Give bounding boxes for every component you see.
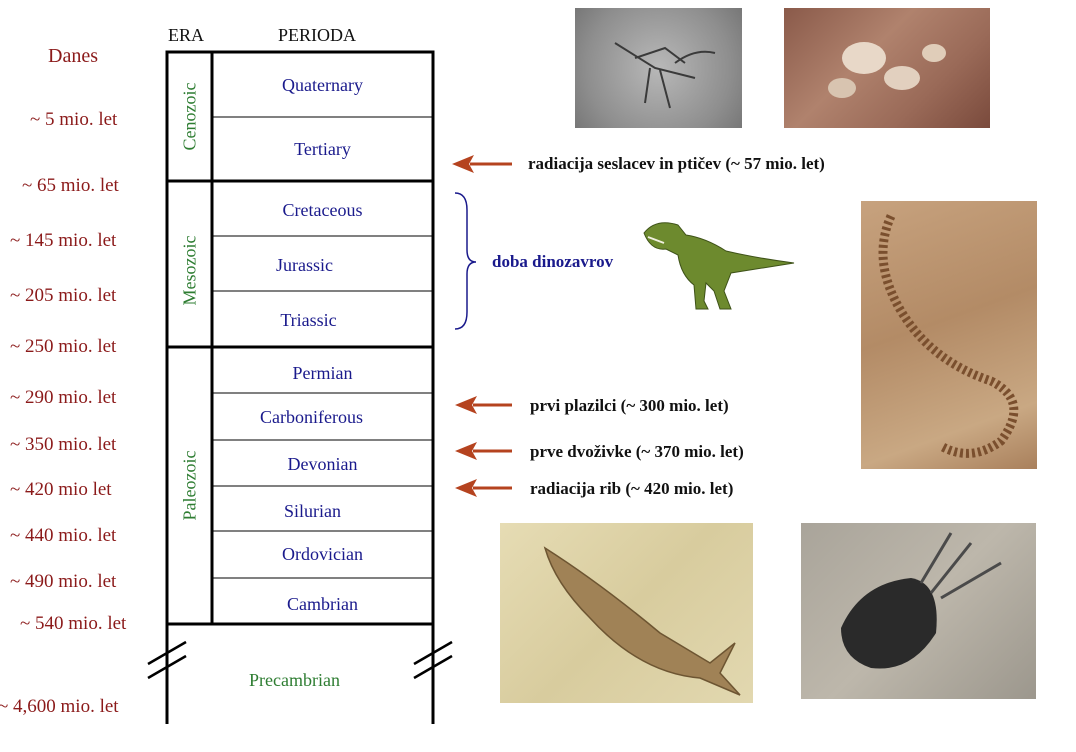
bird-fossil-icon bbox=[614, 42, 716, 109]
fossil-photo-bird bbox=[575, 8, 742, 128]
event-dinosaurs: doba dinozavrov bbox=[492, 252, 614, 271]
time-label-11: ~ 540 mio. let bbox=[20, 613, 127, 634]
era-header: ERA bbox=[168, 25, 204, 45]
fossil-photo-fish-1 bbox=[500, 523, 753, 703]
time-label-6: ~ 290 mio. let bbox=[10, 387, 117, 408]
fish-fossil-icon bbox=[543, 546, 741, 696]
period-quaternary: Quaternary bbox=[282, 75, 363, 95]
dinosaur-icon bbox=[643, 222, 795, 310]
period-jurassic: Jurassic bbox=[276, 255, 333, 275]
period-cambrian: Cambrian bbox=[287, 594, 358, 614]
time-label-4: ~ 205 mio. let bbox=[10, 285, 117, 306]
period-triassic: Triassic bbox=[280, 310, 337, 330]
fossil-photo-fish-2 bbox=[801, 523, 1036, 699]
period-carboniferous: Carboniferous bbox=[260, 407, 363, 427]
time-label-1: ~ 5 mio. let bbox=[30, 109, 118, 130]
fossil-photo-bones bbox=[784, 8, 990, 128]
period-header: PERIODA bbox=[278, 25, 357, 45]
time-label-10: ~ 490 mio. let bbox=[10, 571, 117, 592]
period-cretaceous: Cretaceous bbox=[282, 200, 363, 220]
event-amphibians: prve dvoživke (~ 370 mio. let) bbox=[530, 442, 744, 461]
bones-fossil-icon bbox=[828, 42, 946, 98]
period-precambrian: Precambrian bbox=[249, 670, 340, 690]
time-label-3: ~ 145 mio. let bbox=[10, 230, 117, 251]
period-permian: Permian bbox=[292, 363, 353, 383]
time-label-8: ~ 420 mio let bbox=[10, 479, 112, 500]
time-label-12: ~ 4,600 mio. let bbox=[0, 696, 119, 717]
reptile-fossil-icon bbox=[878, 214, 1019, 458]
period-ordovician: Ordovician bbox=[282, 544, 363, 564]
event-reptiles: prvi plazilci (~ 300 mio. let) bbox=[530, 396, 729, 415]
event-fish: radiacija rib (~ 420 mio. let) bbox=[530, 479, 734, 498]
period-devonian: Devonian bbox=[287, 454, 358, 474]
fossil-photo-reptile bbox=[861, 201, 1037, 469]
time-label-5: ~ 250 mio. let bbox=[10, 336, 117, 357]
time-label-2: ~ 65 mio. let bbox=[22, 175, 119, 196]
armored-fish-fossil-icon bbox=[841, 532, 1002, 669]
time-label-7: ~ 350 mio. let bbox=[10, 434, 117, 455]
time-label-0: Danes bbox=[48, 45, 98, 67]
time-label-9: ~ 440 mio. let bbox=[10, 525, 117, 546]
period-silurian: Silurian bbox=[284, 501, 341, 521]
dinosaur-illustration bbox=[636, 213, 796, 313]
event-birds: radiacija seslacev in ptičev (~ 57 mio. … bbox=[528, 154, 825, 173]
period-tertiary: Tertiary bbox=[294, 139, 351, 159]
